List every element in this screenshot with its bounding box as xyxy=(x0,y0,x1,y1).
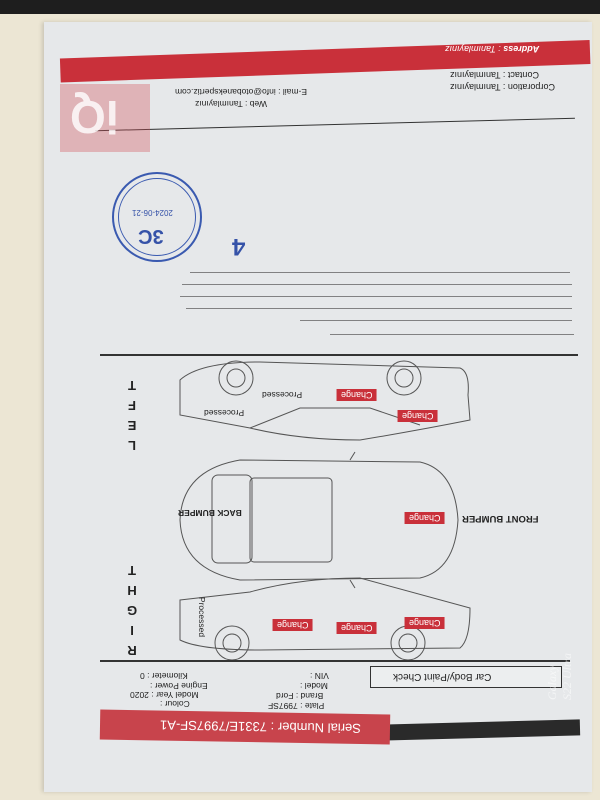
car-right-view xyxy=(179,577,471,661)
model-year-row: Model Year : 2020 xyxy=(130,690,199,700)
colour-row: Colour : xyxy=(160,699,190,709)
processed-label: Processed xyxy=(197,596,208,638)
brand-row: Brand : Ford xyxy=(276,691,324,701)
kilometer-row: Kilometer : 0 xyxy=(140,671,188,681)
report-sheet xyxy=(44,22,592,792)
plate-row: Plate : 7997SF xyxy=(268,701,325,711)
camera-watermark: Galaxy S22 Ultra xyxy=(545,652,574,700)
model-row: Model : xyxy=(300,681,328,691)
engine-power-row: Engine Power : xyxy=(150,681,208,691)
change-badge: Change xyxy=(273,619,313,631)
car-top-view xyxy=(179,451,459,589)
change-badge: Change xyxy=(405,617,445,629)
change-badge: Change xyxy=(337,622,377,634)
serial-band: Serial Number : 7331E/7997SF-A1 xyxy=(99,709,391,745)
iq-logo: iQ xyxy=(60,84,150,152)
vin-row: VIN : xyxy=(310,671,329,681)
serial-number: Serial Number : 7331E/7997SF-A1 xyxy=(159,717,362,737)
divider xyxy=(100,354,578,356)
inspection-stamp: 3C 2024-06-21 xyxy=(112,172,202,262)
processed-label: Processed xyxy=(262,390,303,400)
divider xyxy=(100,660,570,662)
change-badge: Change xyxy=(405,512,445,524)
processed-label: Processed xyxy=(204,408,245,418)
section-title-box: Car Body/Paint Check xyxy=(370,666,562,688)
back-bumper-label: BACK BUMPER xyxy=(178,508,242,518)
section-title: Car Body/Paint Check xyxy=(393,671,492,682)
change-badge: Change xyxy=(398,410,438,422)
change-badge: Change xyxy=(337,389,377,401)
front-bumper-label: FRONT BUMPER xyxy=(462,513,539,524)
car-left-view xyxy=(179,360,471,441)
